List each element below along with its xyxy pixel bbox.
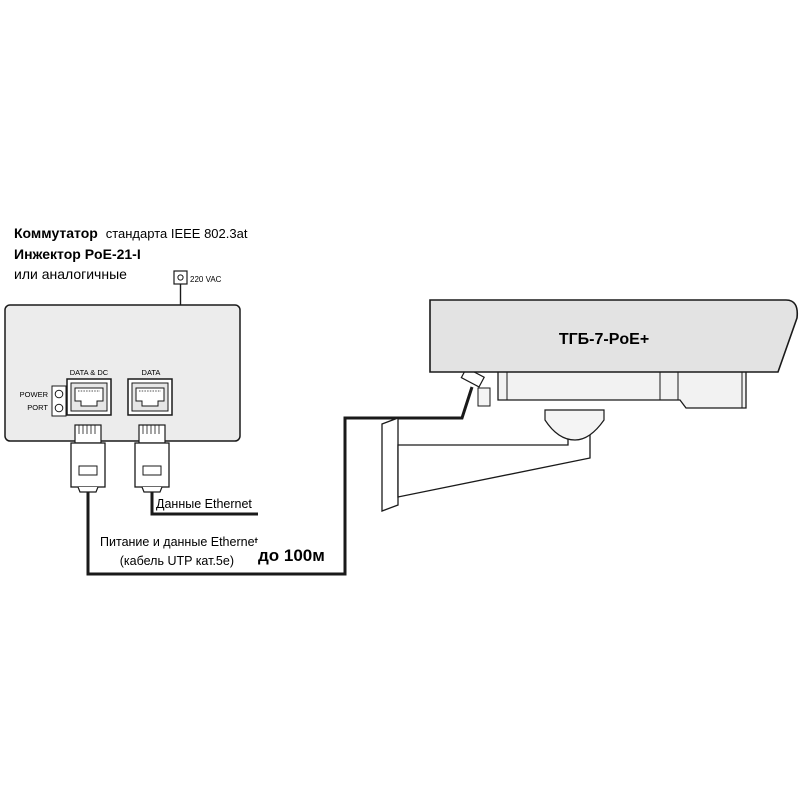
power-led-icon bbox=[54, 389, 64, 399]
injector-body bbox=[4, 304, 241, 442]
camera-sun-shield bbox=[429, 299, 799, 373]
rj45-port-data-icon bbox=[127, 378, 173, 416]
heading-injector-label: Инжектор PoE-21-I bbox=[14, 246, 141, 262]
power-input-label: 220 VAC bbox=[190, 275, 222, 284]
ethernet-data-cable bbox=[150, 492, 258, 516]
power-connector-pin-icon bbox=[177, 274, 184, 281]
poe-label-line1: Питание и данные Ethernet bbox=[100, 535, 259, 549]
port-led-icon bbox=[54, 403, 64, 413]
camera-body bbox=[497, 367, 747, 409]
heading-switch-label: Коммутатор bbox=[14, 225, 98, 241]
camera-assembly: ТГБ-7-PoE+ bbox=[381, 299, 799, 512]
rj45-plug-data-icon bbox=[134, 424, 170, 493]
port-data-label: DATA bbox=[142, 368, 161, 377]
distance-label: до 100м bbox=[258, 546, 325, 565]
power-led-label: POWER bbox=[20, 390, 49, 399]
power-input: 220 VAC bbox=[173, 270, 222, 305]
poe-label-line2: (кабель UTP кат.5е) bbox=[120, 554, 234, 568]
wall-mount-plate bbox=[381, 417, 399, 512]
svg-text:Коммутатор стандарта IEE: Коммутатор стандарта IEEE 802.3at bbox=[14, 225, 248, 241]
port-data-dc-label: DATA & DC bbox=[70, 368, 109, 377]
bracket-joint bbox=[544, 409, 605, 441]
camera-model-label: ТГБ-7-PoE+ bbox=[559, 331, 649, 348]
injector-box: POWER PORT DATA & DC DATA bbox=[4, 304, 241, 442]
port-led-label-text: PORT bbox=[27, 403, 48, 412]
heading-standard-label: стандарта IEEE 802.3at bbox=[106, 226, 248, 241]
heading-alternatives-label: или аналогичные bbox=[14, 266, 127, 282]
rj45-port-data-dc-icon bbox=[66, 378, 112, 416]
bracket-arm bbox=[397, 431, 591, 498]
rj45-plug-poe-icon bbox=[70, 424, 106, 493]
distance-label-background bbox=[254, 543, 340, 565]
gland-nut-icon bbox=[477, 387, 491, 407]
heading: Коммутатор стандарта IEEE 802.3at Инжект… bbox=[14, 225, 248, 282]
power-connector-icon bbox=[173, 270, 188, 285]
poe-cable bbox=[86, 386, 474, 576]
ethernet-data-label: Данные Ethernet bbox=[156, 497, 252, 511]
